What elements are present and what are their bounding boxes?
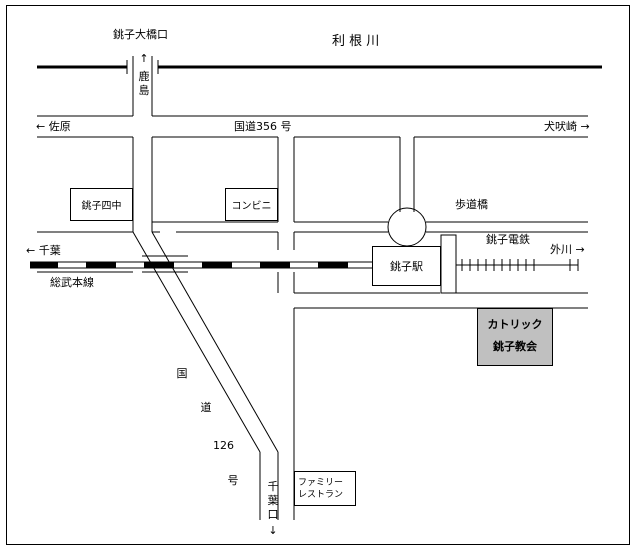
tokawa-label: 外川 → bbox=[548, 243, 587, 256]
church-line2: 銚子教会 bbox=[493, 340, 537, 353]
route126-right bbox=[151, 231, 279, 453]
school-box: 銚子四中 bbox=[70, 188, 133, 221]
bridge-top-label: 銚子大橋口 bbox=[113, 28, 168, 41]
inubosaki-label: 犬吠崎 → bbox=[544, 120, 590, 133]
chiba-left-label: ← 千葉 bbox=[26, 244, 61, 257]
choshi-dentetsu-label: 銚子電鉄 bbox=[486, 233, 530, 246]
north-arrow: ↑ bbox=[139, 52, 149, 65]
river-label: 利 根 川 bbox=[332, 34, 380, 49]
route126-char-2: 道 bbox=[200, 401, 212, 414]
station-box: 銚子駅 bbox=[372, 246, 441, 286]
church-box: カトリック 銚子教会 bbox=[477, 308, 553, 366]
convenience-box: コンビニ bbox=[225, 188, 278, 221]
choshi-dentetsu-ties bbox=[461, 259, 579, 271]
family-line1: ファミリー bbox=[298, 478, 344, 488]
route126-char-4: 号 bbox=[227, 474, 239, 487]
sobu-line-label: 総武本線 bbox=[50, 276, 94, 289]
sawara-label: ← 佐原 bbox=[36, 120, 71, 133]
footbridge-label: 歩道橋 bbox=[455, 198, 488, 211]
family-restaurant-box: ファミリー レストラン bbox=[294, 471, 356, 506]
route126-char-3: 126 bbox=[213, 439, 234, 452]
route356-label: 国道356 号 bbox=[234, 120, 292, 133]
route126-char-1: 国 bbox=[176, 367, 188, 380]
school-label: 銚子四中 bbox=[81, 201, 122, 212]
station-label: 銚子駅 bbox=[390, 260, 423, 273]
rotary bbox=[387, 207, 427, 247]
chiba-bottom-label: 千葉口 bbox=[267, 480, 279, 521]
chiba-bottom-arrow: ↓ bbox=[268, 524, 278, 537]
map-frame bbox=[6, 5, 630, 545]
footbridge-structure bbox=[440, 234, 457, 294]
route126-left bbox=[132, 231, 261, 453]
family-line2: レストラン bbox=[298, 490, 344, 500]
convenience-label: コンビニ bbox=[231, 201, 272, 212]
kashima-label: 鹿島 bbox=[138, 70, 150, 97]
church-line1: カトリック bbox=[487, 318, 543, 331]
